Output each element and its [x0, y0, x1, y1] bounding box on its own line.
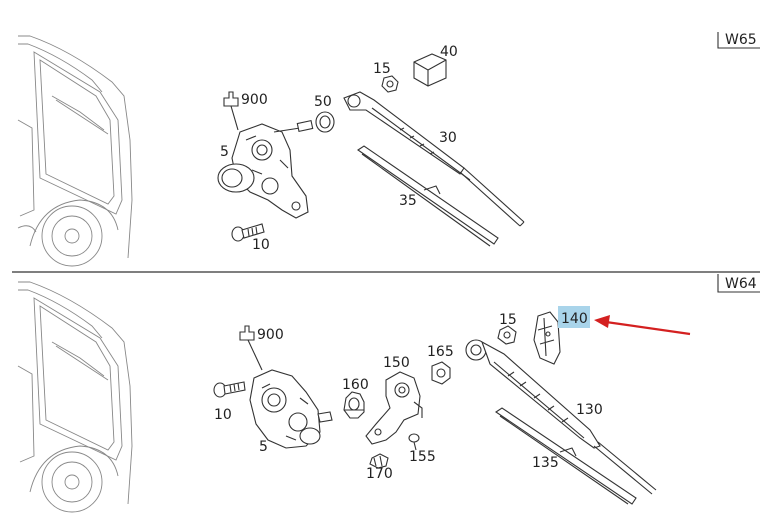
bolt-10: [213, 381, 246, 398]
vehicle-rear-illustration: [17, 281, 133, 513]
part-label-130: 130: [576, 402, 603, 418]
pointer-arrow: [594, 315, 691, 336]
section-tag-label: W64: [725, 276, 757, 292]
part-label-135: 135: [532, 455, 559, 471]
section-tag-label: W65: [725, 32, 757, 48]
part-label-50: 50: [314, 94, 332, 110]
nut-165: [431, 361, 451, 385]
part-label-140: 140: [561, 311, 588, 327]
section-w65: W65 900: [17, 32, 760, 267]
part-label-15: 15: [373, 61, 391, 77]
part-label-160: 160: [342, 377, 369, 393]
reference-icon: [223, 91, 239, 107]
cap-40: [413, 53, 447, 87]
wiper-motor: [249, 369, 333, 449]
clip-170: [369, 453, 389, 469]
wiper-blade-35: [357, 145, 499, 247]
screw-155: [408, 433, 420, 451]
part-label-5: 5: [220, 144, 229, 160]
nut-15: [497, 325, 517, 345]
section-tag-w65: W65: [717, 32, 760, 49]
part-label-40: 40: [440, 44, 458, 60]
vehicle-rear-illustration: [17, 35, 133, 267]
section-tag-w64: W64: [717, 274, 760, 293]
seal-50: [315, 111, 335, 133]
part-label-900: 900: [241, 92, 268, 108]
reference-icon: [239, 325, 255, 341]
part-900-callout: 900: [223, 91, 268, 131]
wiper-motor: [217, 119, 314, 219]
part-label-165: 165: [427, 344, 454, 360]
part-label-10: 10: [252, 237, 270, 253]
part-label-900: 900: [257, 327, 284, 343]
part-label-15: 15: [499, 312, 517, 328]
part-900-callout: 900: [239, 325, 284, 371]
part-140-highlight: 140: [558, 306, 590, 328]
grommet-160: [343, 391, 365, 419]
section-w64: W64 900 1: [17, 274, 760, 513]
cover-140: [533, 311, 561, 365]
wiper-blade-135: [495, 407, 637, 505]
part-label-30: 30: [439, 130, 457, 146]
part-label-5: 5: [259, 439, 268, 455]
part-label-170: 170: [366, 466, 393, 482]
part-label-155: 155: [409, 449, 436, 465]
wiper-arm-30: [343, 91, 525, 227]
part-label-35: 35: [399, 193, 417, 209]
nut-15: [381, 75, 399, 93]
bolt-10: [231, 223, 265, 242]
bracket-150: [365, 371, 423, 445]
part-label-10: 10: [214, 407, 232, 423]
part-label-150: 150: [383, 355, 410, 371]
wiper-arm-130: [465, 339, 657, 495]
